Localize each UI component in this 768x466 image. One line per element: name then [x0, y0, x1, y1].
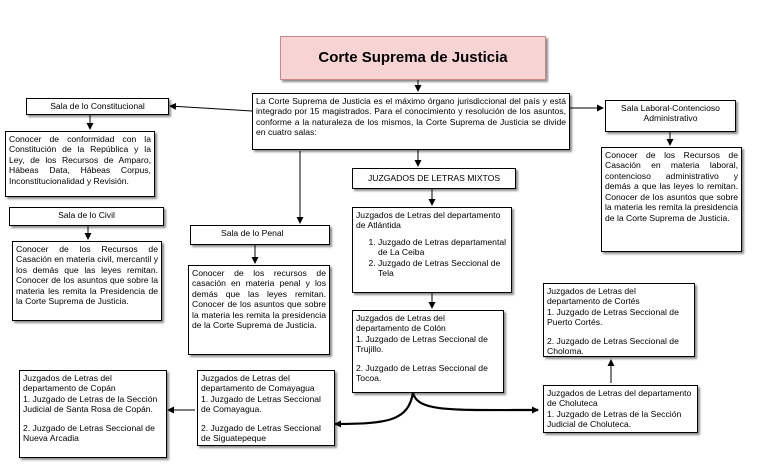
sala-laboral-desc-box: Conocer de los Recursos de Casación en m…: [601, 147, 742, 252]
sala-penal-desc-box: Conocer de los recursos de casación en m…: [188, 265, 330, 355]
sala-civil-desc-box: Conocer de los Recursos de Casación en m…: [12, 241, 162, 321]
sala-constitucional-desc-box: Conocer de conformidad con la Constituci…: [5, 131, 155, 197]
curve-colon-comayagua: [334, 392, 415, 428]
intro-box: La Corte Suprema de Justicia es el máxim…: [252, 93, 570, 150]
colon-item-2: 2. Juzgado de Letras Seccional de Tocoa.: [356, 362, 488, 384]
choluteca-box: Juzgados de Letras del departamento de C…: [543, 385, 698, 433]
sala-civil-label: Sala de lo Civil: [58, 210, 115, 220]
sala-civil-box: Sala de lo Civil: [9, 207, 164, 226]
curve-colon-choluteca: [411, 392, 539, 414]
atlantida-list: Juzgado de Letras departamental de La Ce…: [356, 237, 508, 279]
comayagua-item-1: 1. Juzgado de Letras Seccional de Comaya…: [201, 393, 321, 415]
cortes-item-1: 1. Juzgado de Letras Seccional de Puerto…: [547, 306, 679, 328]
sala-constitucional-label: Sala de lo Constitucional: [50, 101, 145, 111]
sala-constitucional-desc: Conocer de conformidad con la Constituci…: [9, 134, 151, 186]
atlantida-head: Juzgados de Letras del departamento de A…: [356, 210, 501, 231]
sala-laboral-desc: Conocer de los Recursos de Casación en m…: [605, 150, 738, 223]
juzgados-mixtos-label: JUZGADOS DE LETRAS MIXTOS: [367, 173, 501, 183]
colon-head: Juzgados de Letras del departamento de C…: [356, 313, 446, 334]
choluteca-item-1: 1. Juzgado de Letras de la Sección Judic…: [547, 408, 682, 430]
sala-penal-label: Sala de lo Penal: [221, 228, 284, 238]
cortes-head: Juzgados de Letras del departamento de C…: [547, 286, 640, 307]
comayagua-item-2: 2. Juzgado de Letras Seccional de Siguat…: [201, 422, 321, 444]
sala-laboral-label: Sala Laboral-Contencioso Administrativo: [621, 103, 720, 124]
copan-head: Juzgados de Letras del departamento de C…: [23, 373, 116, 394]
sala-constitucional-box: Sala de lo Constitucional: [26, 98, 169, 115]
comayagua-box: Juzgados de Letras del departamento de C…: [197, 370, 335, 446]
sala-laboral-box: Sala Laboral-Contencioso Administrativo: [605, 100, 736, 132]
copan-item-2: 2. Juzgado de Letras Seccional de Nueva …: [23, 422, 155, 444]
page-title: Corte Suprema de Justicia: [280, 36, 546, 80]
atlantida-item-1: Juzgado de Letras departamental de La Ce…: [378, 237, 508, 258]
atlantida-box: Juzgados de Letras del departamento de A…: [352, 207, 512, 293]
copan-box: Juzgados de Letras del departamento de C…: [19, 370, 167, 458]
sala-civil-desc: Conocer de los Recursos de Casación en m…: [16, 244, 158, 307]
page-title-text: Corte Suprema de Justicia: [318, 48, 508, 66]
comayagua-head: Juzgados de Letras del departamento de C…: [201, 373, 315, 394]
atlantida-item-2: Juzgado de Letras Seccional de Tela: [378, 258, 508, 279]
colon-box: Juzgados de Letras del departamento de C…: [352, 310, 504, 393]
arrow-intro-constitucional: [169, 102, 253, 112]
cortes-box: Juzgados de Letras del departamento de C…: [543, 283, 695, 357]
colon-item-1: 1. Juzgado de Letras Seccional de Trujil…: [356, 333, 488, 355]
intro-text: La Corte Suprema de Justicia es el máxim…: [256, 96, 566, 138]
cortes-item-2: 2. Juzgado de Letras Seccional de Cholom…: [547, 335, 679, 357]
juzgados-mixtos-box: JUZGADOS DE LETRAS MIXTOS: [352, 168, 516, 189]
sala-penal-box: Sala de lo Penal: [190, 225, 330, 245]
choluteca-head: Juzgados de Letras del departamento de C…: [547, 388, 692, 409]
copan-item-1: 1. Juzgado de Letras de la Sección Judic…: [23, 393, 158, 415]
sala-penal-desc: Conocer de los recursos de casación en m…: [192, 268, 326, 331]
